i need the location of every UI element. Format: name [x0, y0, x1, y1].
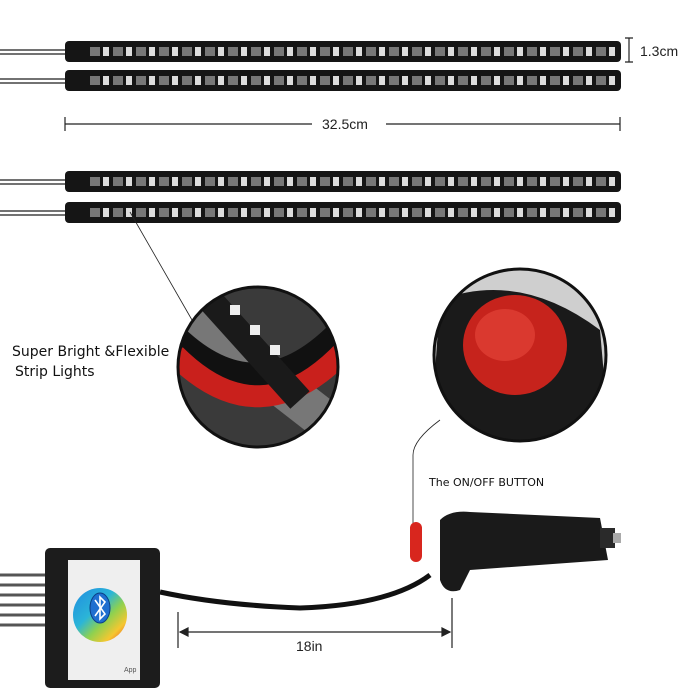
strip-closeup	[178, 287, 338, 447]
strip-feature-label: Super Bright &Flexible Strip Lights	[12, 342, 169, 382]
led-strips	[0, 41, 621, 223]
button-feature-label: The ON/OFF BUTTON	[429, 476, 545, 489]
height-dimension-label: 1.3cm	[640, 43, 679, 59]
led-strip	[0, 41, 621, 62]
cable-length-label: 18in	[296, 638, 323, 654]
strip-feature-line2: Strip Lights	[15, 364, 95, 380]
led-strip	[0, 171, 621, 192]
dimension-lines	[64, 37, 633, 648]
bluetooth-icon	[94, 595, 107, 621]
control-box	[45, 548, 160, 688]
button-closeup	[434, 269, 606, 441]
led-strip	[0, 70, 621, 91]
app-label: App	[124, 667, 137, 674]
led-strip	[0, 202, 621, 223]
length-dimension-label: 32.5cm	[322, 116, 368, 132]
cigarette-plug	[410, 511, 621, 592]
strip-feature-line1: Super Bright &Flexible	[12, 344, 170, 360]
